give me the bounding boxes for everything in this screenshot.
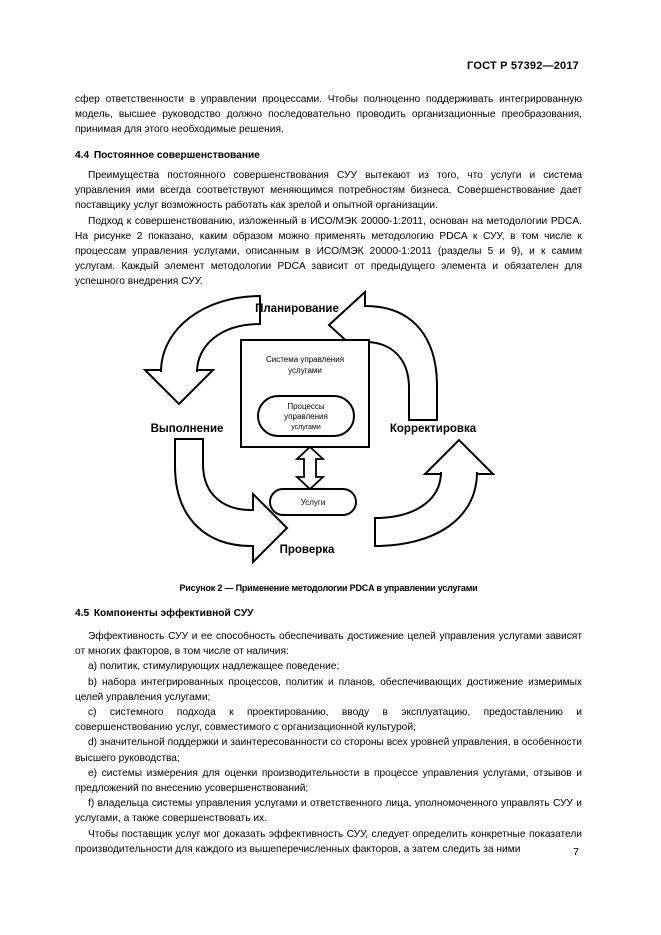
services-label: Услуги (301, 498, 326, 507)
figure-caption: Рисунок 2 — Применение методологии PDCA … (179, 583, 478, 593)
section-4-5-heading: 4.5 Компоненты эффективной СУУ (75, 606, 582, 621)
section-number: 4.5 (75, 608, 90, 619)
section-4-4-heading: 4.4 Постоянное совершенствование (75, 148, 582, 163)
paragraph: Эффективность СУУ и ее способность обесп… (75, 631, 582, 658)
paragraph: Чтобы поставщик услуг мог доказать эффек… (75, 828, 582, 855)
section-4-5: 4.5 Компоненты эффективной СУУ Эффективн… (75, 606, 582, 857)
services-box (269, 488, 357, 516)
list-item: f) владельца системы управления услугами… (75, 798, 582, 825)
section-number: 4.4 (75, 150, 90, 161)
pdca-diagram-svg: Планирование Выполнение Корректировка Пр… (142, 289, 496, 565)
list-item: b) набора интегрированных процессов, пол… (75, 676, 582, 703)
processes-box (257, 395, 355, 437)
arrow-plan-to-do (142, 294, 261, 406)
label-check: Проверка (280, 544, 335, 556)
document-number: ГОСТ Р 57392—2017 (467, 60, 579, 72)
processes-label-line2: управления (284, 412, 328, 421)
arrow-check-to-act (374, 438, 496, 548)
list-item: d) значительной поддержки и заинтересова… (75, 737, 582, 764)
double-arrow (294, 445, 326, 491)
intro-text: сфер ответственности в управлении процес… (75, 94, 582, 136)
page-number: 7 (573, 846, 579, 858)
label-plan: Планирование (255, 303, 339, 315)
list-item: а) политик, стимулирующих надлежащее пов… (88, 661, 340, 673)
processes-label-line1: Процессы (287, 402, 325, 411)
list-item: е) системы измерения для оценки производ… (75, 767, 582, 795)
label-do: Выполнение (151, 423, 224, 435)
sms-label-line2: услугами (288, 366, 322, 375)
intro-paragraph: сфер ответственности в управлении процес… (75, 92, 582, 138)
paragraph: Подход к совершенствованию, изложенный в… (75, 215, 582, 288)
pdca-diagram: Планирование Выполнение Корректировка Пр… (75, 288, 582, 570)
list-item: с) системного подхода к проектированию, … (75, 707, 582, 734)
arrow-do-to-check (174, 438, 289, 565)
processes-label-line3: услугами (291, 424, 321, 431)
arrow-act-to-plan (327, 289, 438, 421)
section-title: Постоянное совершенствование (93, 150, 260, 161)
sms-label-line1: Система управления (266, 355, 344, 364)
section-title: Компоненты эффективной СУУ (93, 608, 254, 619)
section-4-4-body: Преимущества постоянного совершенствован… (75, 168, 582, 290)
label-act: Корректировка (390, 423, 477, 435)
paragraph: Преимущества постоянного совершенствован… (75, 170, 582, 212)
